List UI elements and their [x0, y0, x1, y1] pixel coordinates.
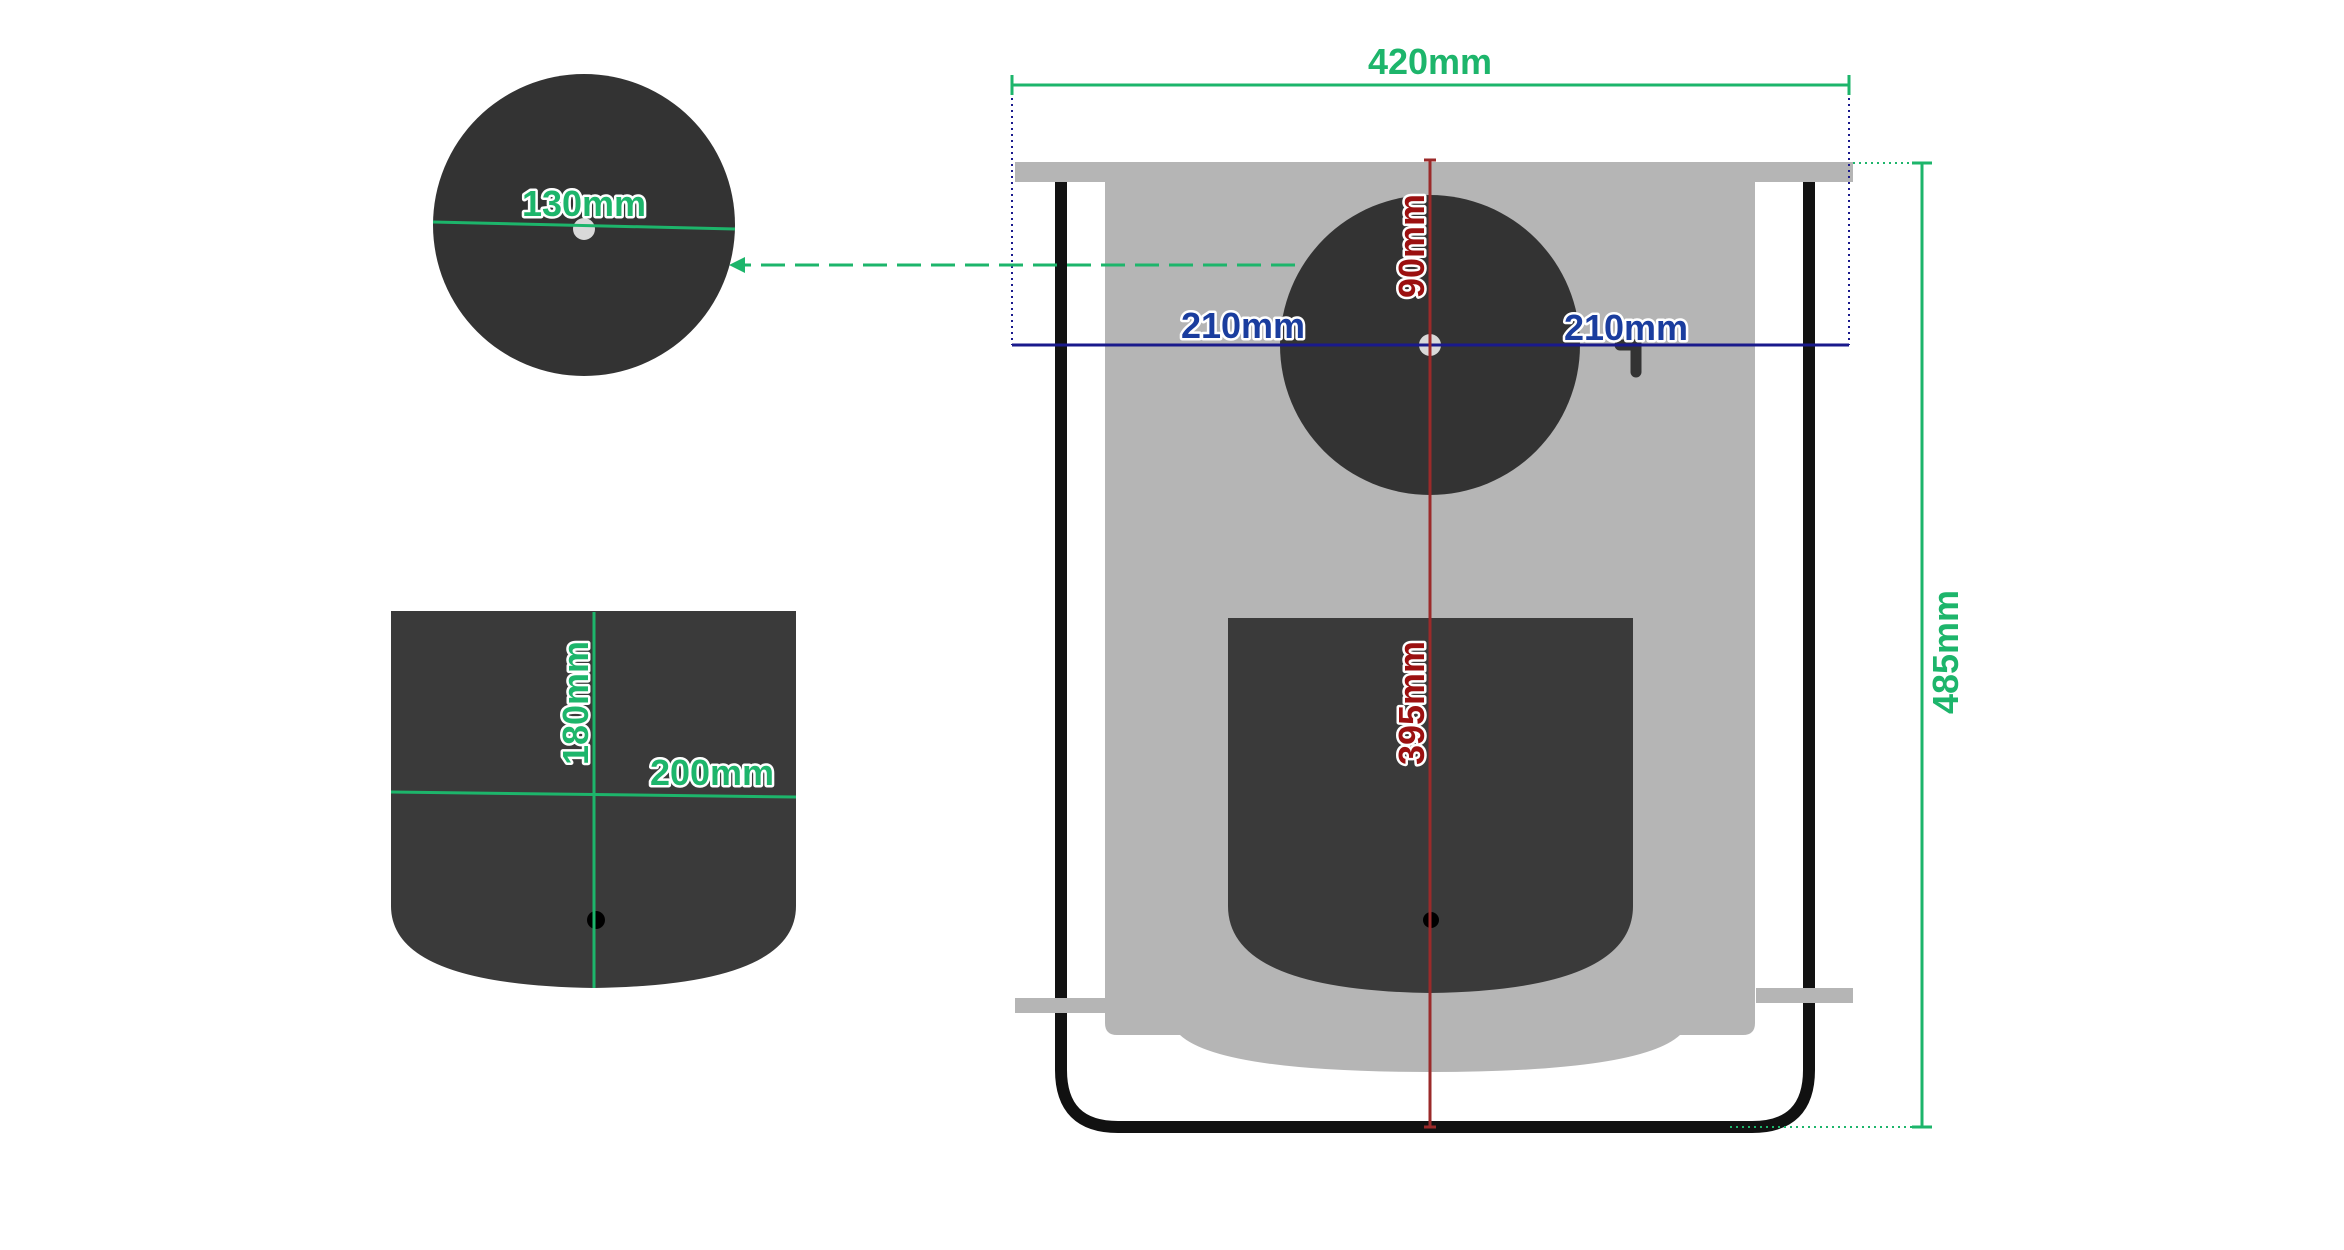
- width-label: 420mm: [1368, 41, 1492, 82]
- detail-circle-diameter-line: [432, 220, 736, 231]
- circle-offset-label: 90mm: [1391, 194, 1432, 298]
- height-label: 485mm: [1925, 590, 1966, 714]
- height-dimension: 485mm: [1912, 161, 1969, 1129]
- vertical-center-dimension: 90mm 395mm: [1389, 158, 1436, 1129]
- detail-leader-arrow: [729, 257, 745, 273]
- plate-height-label: 395mm: [1391, 641, 1432, 765]
- right-half-label: 210mm: [1564, 307, 1688, 348]
- horizontal-center-dimension: 210mm 210mm: [1012, 303, 1849, 351]
- pocket-width-line: [390, 790, 797, 799]
- pocket-detail: 180mm 200mm: [390, 611, 797, 988]
- front-assembly: 420mm 485mm 210mm 210mm 90mm 395mm: [729, 39, 1969, 1133]
- circle-diameter-label: 130mm: [522, 183, 646, 224]
- detail-pocket-dot: [587, 911, 605, 929]
- left-bracket: [1015, 998, 1109, 1013]
- circle-detail: 130mm: [432, 74, 736, 376]
- extension-lines: [1011, 80, 1922, 1128]
- pocket-height-label: 180mm: [555, 641, 596, 765]
- pocket-width-label: 200mm: [650, 752, 774, 793]
- left-half-label: 210mm: [1181, 305, 1305, 346]
- right-bracket: [1756, 988, 1853, 1003]
- detail-circle-hole: [573, 218, 595, 240]
- width-dimension: 420mm: [1010, 39, 1851, 95]
